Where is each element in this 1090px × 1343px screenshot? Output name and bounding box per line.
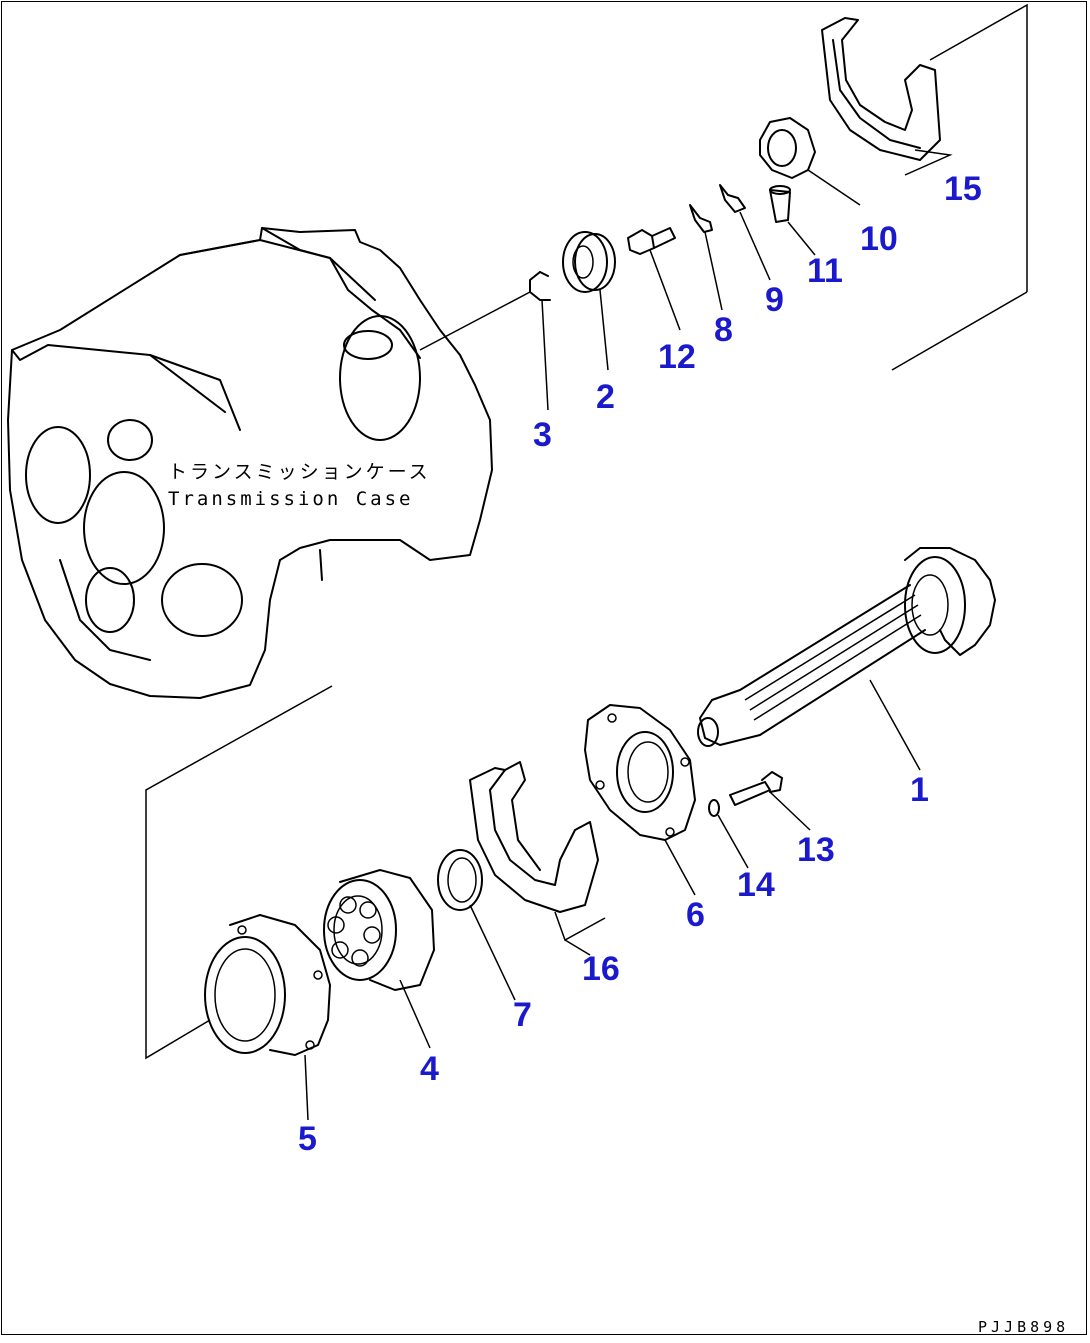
shaft-part-1 — [697, 547, 996, 771]
callout-11: 11 — [807, 252, 843, 290]
lower-group-bracket — [145, 685, 333, 1060]
callout-8: 8 — [714, 311, 733, 349]
callout-15: 15 — [944, 170, 982, 208]
seal-part-7 — [437, 849, 516, 1001]
case-label-english: Transmission Case — [168, 488, 414, 510]
shim-part-15 — [821, 17, 953, 176]
lock-plate-part-8 — [689, 204, 723, 311]
callout-12: 12 — [658, 338, 696, 376]
housing-part-5 — [204, 914, 331, 1121]
callout-7: 7 — [513, 996, 532, 1034]
callout-6: 6 — [686, 896, 705, 934]
callout-10: 10 — [860, 220, 898, 258]
callout-9: 9 — [765, 281, 784, 319]
callout-3: 3 — [533, 416, 552, 454]
transmission-case-illustration — [7, 227, 493, 699]
shim-part-16 — [469, 761, 606, 956]
callout-5: 5 — [298, 1120, 317, 1158]
snap-ring-part-3 — [419, 271, 551, 411]
bolt-part-12 — [627, 227, 681, 331]
washer-part-14 — [708, 799, 749, 869]
retainer-part-6 — [584, 704, 696, 896]
callout-16: 16 — [582, 950, 620, 988]
pin-part-11 — [769, 185, 816, 256]
roller-bearing-part-4 — [323, 869, 435, 1049]
callout-4: 4 — [420, 1050, 439, 1088]
nut-part-10 — [759, 117, 861, 206]
bolt-part-13 — [729, 771, 811, 831]
drawing-code: PJJB898 — [978, 1318, 1070, 1336]
case-label-japanese: トランスミッションケース — [168, 461, 431, 483]
bearing-part-2 — [562, 231, 616, 371]
callout-13: 13 — [797, 831, 835, 869]
upper-group-bracket — [891, 3, 1028, 371]
callout-2: 2 — [596, 378, 615, 416]
callout-1: 1 — [910, 771, 929, 809]
lock-plate-part-9 — [719, 184, 771, 281]
callout-14: 14 — [737, 866, 775, 904]
